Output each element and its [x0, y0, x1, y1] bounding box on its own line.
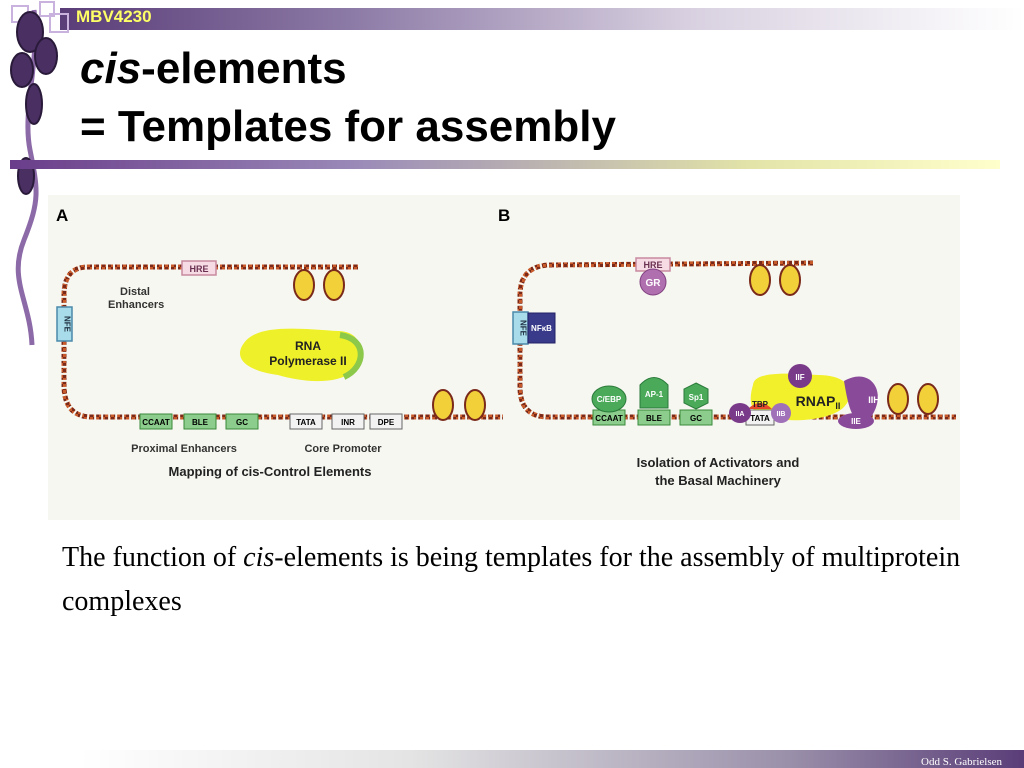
panel-a-element-ble: BLE — [183, 413, 217, 430]
panel-b-nfe-label: NFE — [519, 320, 528, 337]
svg-text:INR: INR — [341, 418, 355, 427]
rna-polymerase-label-2: Polymerase II — [269, 354, 346, 368]
panel-a-hre-label: HRE — [189, 264, 208, 274]
panel-b-iif-factor — [788, 364, 812, 388]
panel-a-distal-2: Enhancers — [108, 299, 164, 311]
diagram-figure: A HRE Distal Enhancers NFE RNA Polymeras… — [48, 195, 960, 520]
panel-b-nfkb-factor — [527, 312, 556, 344]
panel-b-cebp-label: C/EBP — [597, 395, 622, 404]
bead-3 — [10, 52, 34, 88]
panel-a-element-inr: INR — [331, 413, 365, 430]
panel-b-iie-factor — [838, 413, 874, 429]
panel-b-nfkb-label: NFκB — [531, 324, 552, 333]
panel-b-rnap-label: RNAPII — [796, 393, 841, 411]
bead-1 — [16, 11, 44, 53]
panel-a-nucleosome-1 — [293, 269, 345, 301]
title-rest: -elements — [141, 44, 347, 93]
panel-a-hre-box — [181, 260, 217, 276]
panel-b-caption-2: the Basal Machinery — [655, 473, 781, 488]
title-italic: cis — [80, 44, 142, 93]
body-text-italic: cis — [243, 542, 275, 573]
bottom-gradient-bar — [80, 750, 1024, 768]
panel-b-hre-label: HRE — [643, 260, 662, 270]
panel-b-tata-label: TATA — [750, 414, 770, 423]
deco-square-3 — [49, 13, 69, 33]
body-text-post: -elements is being templates for the ass… — [62, 542, 961, 617]
panel-b-element-ble: BLE — [637, 409, 671, 426]
course-code: MBV4230 — [76, 7, 152, 26]
svg-text:BLE: BLE — [192, 418, 209, 427]
rnap-label-main: RNAP — [796, 393, 836, 409]
title-rule — [10, 160, 1000, 169]
panel-b-cebp-factor — [591, 385, 627, 413]
svg-text:CCAAT: CCAAT — [142, 418, 170, 427]
body-text-pre: The function of — [62, 542, 244, 573]
svg-text:GC: GC — [690, 414, 702, 423]
panel-a-nfe-label: NFE — [63, 316, 72, 333]
panel-b-ap1-factor — [639, 377, 669, 409]
svg-text:TATA: TATA — [296, 418, 316, 427]
panel-a-nfe-box — [56, 306, 73, 342]
panel-b-gr-label: GR — [646, 278, 662, 289]
svg-text:CCAAT: CCAAT — [595, 414, 623, 423]
panel-b-iif-label: IIF — [795, 373, 804, 382]
panel-b-nucleosome-1 — [749, 264, 801, 296]
panel-a-nucleosome-2 — [432, 389, 486, 421]
panel-b-iie-label: IIE — [851, 417, 861, 426]
panel-a-core-label: Core Promoter — [304, 443, 382, 455]
rnap-label-sub: II — [835, 401, 840, 411]
panel-a-letter: A — [56, 206, 68, 225]
panel-a-element-dpe: DPE — [369, 413, 403, 430]
svg-text:GC: GC — [236, 418, 248, 427]
panel-b-letter: B — [498, 206, 510, 225]
rna-polymerase-blob — [239, 328, 362, 382]
panel-b-caption-1: Isolation of Activators and — [637, 455, 800, 470]
body-text: The function of cis-elements is being te… — [62, 536, 1002, 624]
panel-b-iib-factor — [771, 403, 791, 423]
panel-a-caption: Mapping of cis-Control Elements — [169, 464, 372, 479]
panel-a-distal-1: Distal — [120, 286, 150, 298]
panel-a-proximal-label: Proximal Enhancers — [131, 443, 237, 455]
panel-b-nucleosome-2 — [887, 383, 939, 415]
panel-b-sp1-label: Sp1 — [689, 393, 704, 402]
panel-b-iih-label: IIH — [868, 395, 880, 405]
title-line-2: = Templates for assembly — [80, 102, 616, 151]
rna-polymerase-edge — [339, 332, 364, 380]
panel-b-iib-label: IIB — [777, 411, 786, 418]
deco-square-2 — [39, 1, 55, 17]
panel-b-iia-factor — [729, 403, 751, 423]
rna-polymerase-label-1: RNA — [295, 339, 321, 353]
panel-b-ap1-label: AP-1 — [645, 390, 664, 399]
panel-b-tbp-label: TBP — [752, 400, 769, 409]
panel-a-element-tata: TATA — [289, 413, 323, 430]
panel-b-iih-factor — [844, 376, 878, 422]
diagram-svg: A HRE Distal Enhancers NFE RNA Polymeras… — [56, 206, 956, 488]
bead-4 — [25, 83, 43, 125]
panel-b-element-gc: GC — [679, 409, 713, 426]
top-gradient-bar — [60, 8, 1024, 30]
panel-b-tbp-factor — [748, 403, 772, 409]
svg-text:DPE: DPE — [378, 418, 395, 427]
panel-a-element-gc: GC — [225, 413, 259, 430]
panel-b-gr-factor — [639, 268, 667, 296]
bead-2 — [34, 37, 58, 75]
title-line-1: cis-elements — [80, 40, 616, 98]
author-credit: Odd S. Gabrielsen — [921, 756, 1002, 768]
panel-b-sp1-factor — [683, 382, 709, 410]
svg-text:BLE: BLE — [646, 414, 663, 423]
panel-a-element-ccaat: CCAAT — [139, 413, 173, 430]
panel-b-iia-label: IIA — [736, 411, 745, 418]
slide-title: cis-elements = Templates for assembly — [80, 40, 616, 156]
